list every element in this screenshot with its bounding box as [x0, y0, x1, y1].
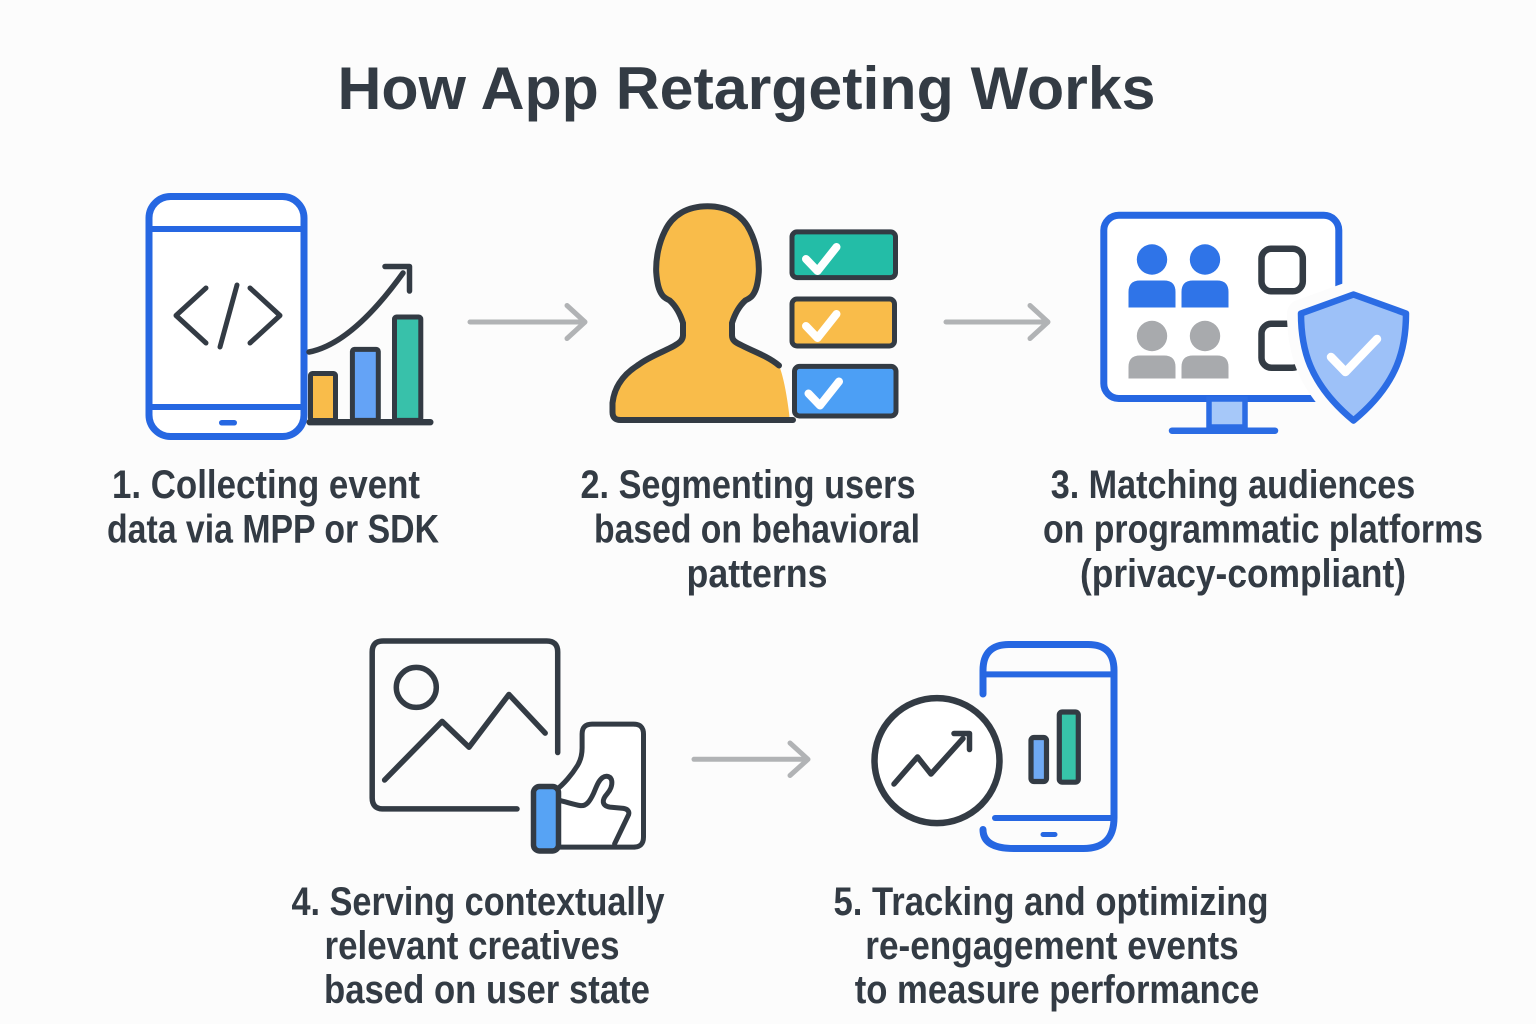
svg-text:based on user state: based on user state	[324, 968, 650, 1012]
svg-text:How App Retargeting Works: How App Retargeting Works	[338, 54, 1156, 122]
svg-text:to measure performance: to measure performance	[855, 968, 1260, 1012]
svg-text:4. Serving contextually: 4. Serving contextually	[292, 880, 665, 924]
svg-text:1. Collecting event: 1. Collecting event	[112, 463, 420, 507]
svg-text:relevant creatives: relevant creatives	[325, 924, 620, 968]
svg-text:2. Segmenting users: 2. Segmenting users	[581, 463, 916, 507]
svg-text:3. Matching audiences: 3. Matching audiences	[1051, 463, 1416, 507]
svg-text:(privacy-compliant): (privacy-compliant)	[1080, 552, 1406, 596]
svg-text:based on behavioral: based on behavioral	[594, 508, 920, 552]
svg-text:data via MPP or SDK: data via MPP or SDK	[107, 508, 439, 552]
svg-text:re-engagement events: re-engagement events	[865, 924, 1239, 968]
svg-text:5. Tracking and optimizing: 5. Tracking and optimizing	[834, 880, 1269, 924]
svg-text:patterns: patterns	[687, 552, 828, 596]
svg-text:on programmatic platforms: on programmatic platforms	[1043, 508, 1483, 552]
